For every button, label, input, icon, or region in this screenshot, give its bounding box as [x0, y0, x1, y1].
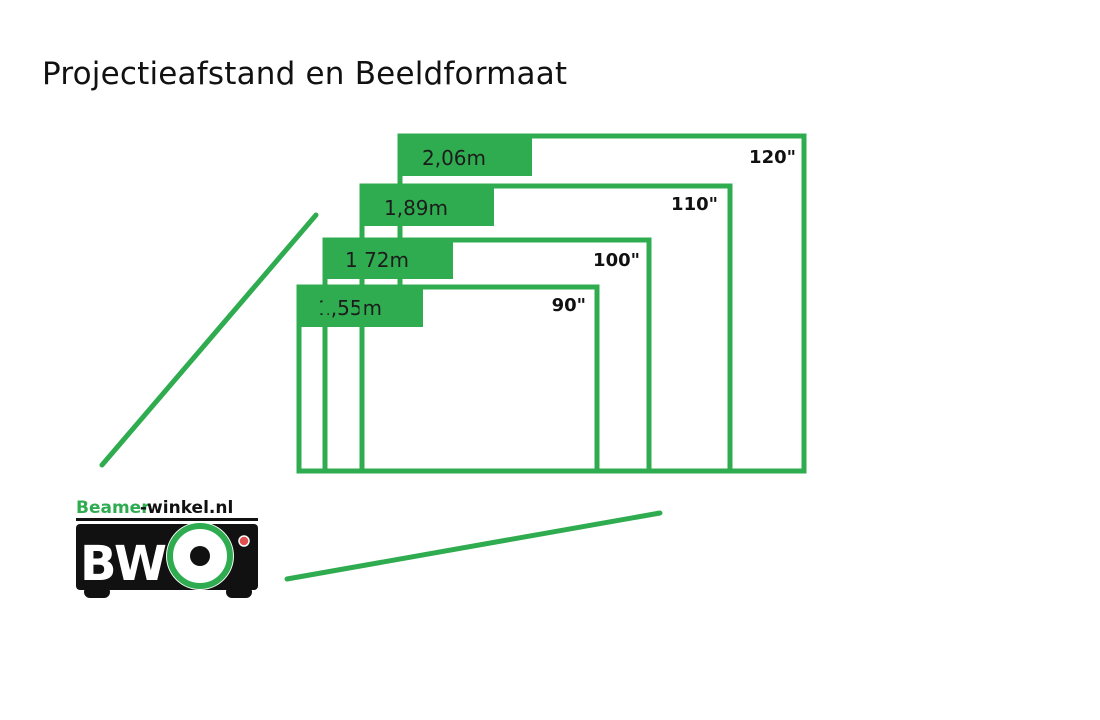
projector-indicator-icon: [238, 535, 250, 547]
beam-line-upper: [99, 212, 319, 468]
projector-foot-right: [226, 586, 252, 598]
size-label-90: 90": [552, 295, 586, 316]
brand-logo: Beamer -winkel.nl BW: [76, 498, 258, 598]
distance-tag-100: [325, 240, 453, 279]
distance-label-120: 2,06m: [422, 146, 486, 170]
distance-tag-120: [400, 136, 532, 176]
screen-90: 1,55m 90": [296, 284, 600, 474]
brand-underline: [76, 518, 258, 521]
size-label-110: 110": [671, 194, 718, 215]
distance-tag-110: [362, 186, 494, 226]
distance-label-90: 1,55m: [318, 296, 382, 320]
page-title: Projectieafstand en Beeldformaat: [42, 56, 568, 92]
size-label-100: 100": [593, 250, 640, 271]
brand-name-part2: -winkel.nl: [140, 498, 233, 518]
beam-line-lower: [284, 510, 663, 582]
size-label-120: 120": [749, 147, 796, 168]
projector-foot-left: [84, 586, 110, 598]
distance-label-110: 1,89m: [384, 196, 448, 220]
distance-label-100: 1,72m: [345, 248, 409, 272]
brand-name-part1: Beamer: [76, 498, 150, 518]
projector-letters: BW: [80, 536, 167, 592]
